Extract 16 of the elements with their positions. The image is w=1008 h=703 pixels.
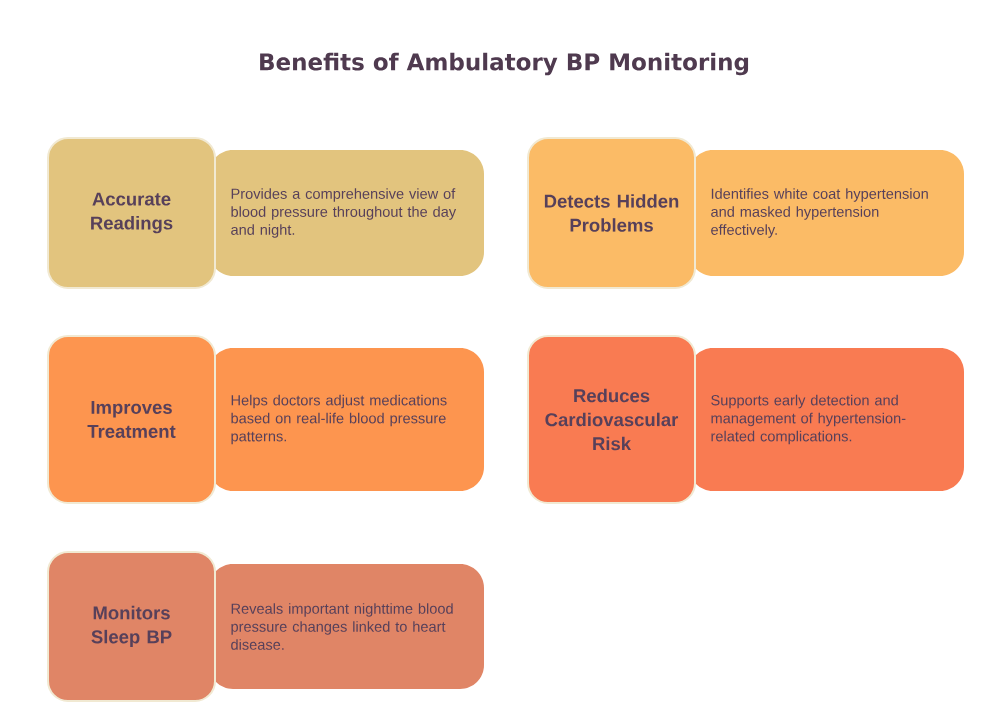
node-label: Supports early detection and management of hypertension-related complications. [711, 394, 906, 445]
heading-box: Monitors Sleep BP [47, 551, 216, 702]
title: Benefits of Ambulatory BP Monitoring [260, 52, 749, 76]
heading-box: Reduces Cardiovascular Risk [527, 335, 696, 504]
node-label: Provides a comprehensive view of blood pressure throughout the day and night. [231, 188, 457, 238]
node-label: Identifies white coat hypertension and masked hypertension effectively. [711, 188, 928, 238]
description-box: Supports early detection and management of hypertension-related complications. [689, 348, 964, 491]
heading-box: Detects Hidden Problems [527, 137, 696, 289]
heading-box: Improves Treatment [47, 335, 216, 504]
description-box: Provides a comprehensive view of blood pressure throughout the day and night. [209, 150, 484, 276]
description-box: Helps doctors adjust medications based on real-life blood pressure patterns. [209, 348, 484, 491]
heading-box: Accurate Readings [47, 137, 216, 289]
description-box: Identifies white coat hypertension and masked hypertension effectively. [689, 150, 964, 276]
description-box: Reveals important nighttime blood pressure changes linked to heart disease. [209, 564, 484, 689]
node-label: Helps doctors adjust medications based on real-life blood pressure patterns. [231, 394, 447, 445]
node-label: Reveals important nighttime blood pressure changes linked to heart disease. [231, 603, 453, 650]
